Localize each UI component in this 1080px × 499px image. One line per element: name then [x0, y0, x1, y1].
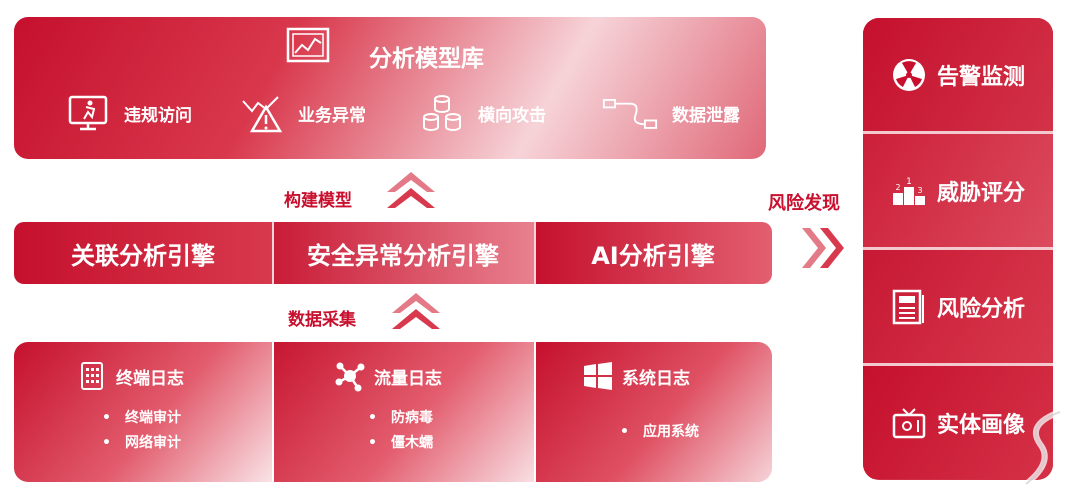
model-item-label: 违规访问 [124, 105, 192, 126]
log-items: 防病毒 僵木蠕 [368, 406, 433, 456]
radiation-icon [892, 58, 925, 91]
output-label: 告警监测 [936, 64, 1025, 90]
log-item: 僵木蠕 [368, 431, 433, 456]
output-label: 实体画像 [936, 412, 1025, 438]
build-model-label: 构建模型 [284, 191, 352, 211]
svg-text:2: 2 [895, 183, 900, 192]
log-items: 应用系统 [620, 420, 699, 445]
double-right-arrow-icon [802, 228, 844, 268]
divider [863, 131, 1053, 134]
engine-correlation: 关联分析引擎 [14, 222, 272, 284]
divider [534, 222, 536, 284]
engine-ai: AI分析引擎 [534, 222, 772, 284]
network-nodes-icon [335, 362, 365, 392]
log-item: 应用系统 [620, 420, 699, 445]
model-item-lateral-attack: 横向攻击 [420, 91, 546, 135]
output-label: 威胁评分 [936, 180, 1025, 206]
model-item-data-leak: 数据泄露 [602, 91, 740, 135]
log-item: 终端审计 [102, 406, 181, 431]
analysis-engines-bar: 关联分析引擎 安全异常分析引擎 AI分析引擎 [14, 222, 772, 284]
risk-outputs-panel: 告警监测 1 2 3 威胁评分 风险分析 [863, 18, 1053, 480]
engine-security-anomaly: 安全异常分析引擎 [272, 222, 534, 284]
log-item: 防病毒 [368, 406, 433, 431]
svg-text:3: 3 [917, 186, 922, 195]
tv-icon [892, 407, 926, 438]
log-terminal: 终端日志 终端审计 网络审计 [14, 342, 272, 482]
output-risk-analysis: 风险分析 [863, 250, 1053, 363]
log-title: 终端日志 [116, 368, 184, 389]
model-item-violation-access: 违规访问 [66, 91, 192, 135]
log-system: 系统日志 应用系统 [536, 342, 772, 482]
log-title: 流量日志 [374, 368, 442, 389]
windows-icon [584, 362, 612, 390]
grid-document-icon [81, 362, 103, 390]
database-stack-icon [423, 95, 461, 131]
divider [863, 247, 1053, 250]
log-sources-bar: 终端日志 终端审计 网络审计 流量日志 防病毒 僵木蠕 [14, 342, 772, 482]
model-item-label: 横向攻击 [478, 105, 546, 126]
log-header: 终端日志 [76, 360, 184, 392]
output-threat-score: 1 2 3 威胁评分 [863, 134, 1053, 247]
double-up-arrow-icon [387, 172, 435, 208]
log-title: 系统日志 [622, 368, 690, 389]
double-up-arrow-icon [392, 293, 440, 329]
report-document-icon [892, 289, 924, 324]
watermark-logo-icon [1024, 409, 1062, 487]
output-label: 风险分析 [936, 296, 1025, 322]
output-alert-monitoring: 告警监测 [863, 18, 1053, 131]
monitor-person-icon [68, 95, 108, 131]
cable-icon [602, 99, 658, 129]
model-item-business-anomaly: 业务异常 [240, 91, 366, 135]
data-collect-label: 数据采集 [288, 310, 356, 330]
risk-discovery-label: 风险发现 [768, 193, 840, 214]
log-header: 系统日志 [582, 360, 690, 392]
analysis-model-library: 分析模型库 违规访问 业务异常 横向攻击 [14, 17, 766, 159]
warning-chart-icon [242, 96, 283, 133]
chart-frame-icon [286, 27, 330, 63]
podium-icon: 1 2 3 [892, 177, 925, 205]
log-item: 网络审计 [102, 431, 181, 456]
svg-text:1: 1 [906, 177, 912, 187]
model-library-title: 分析模型库 [369, 46, 484, 72]
output-entity-profile: 实体画像 [863, 366, 1053, 479]
divider [272, 222, 274, 284]
divider [863, 363, 1053, 366]
model-item-label: 数据泄露 [672, 105, 740, 126]
model-item-label: 业务异常 [298, 105, 366, 126]
log-items: 终端审计 网络审计 [102, 406, 181, 456]
log-traffic: 流量日志 防病毒 僵木蠕 [274, 342, 534, 482]
log-header: 流量日志 [334, 360, 442, 392]
